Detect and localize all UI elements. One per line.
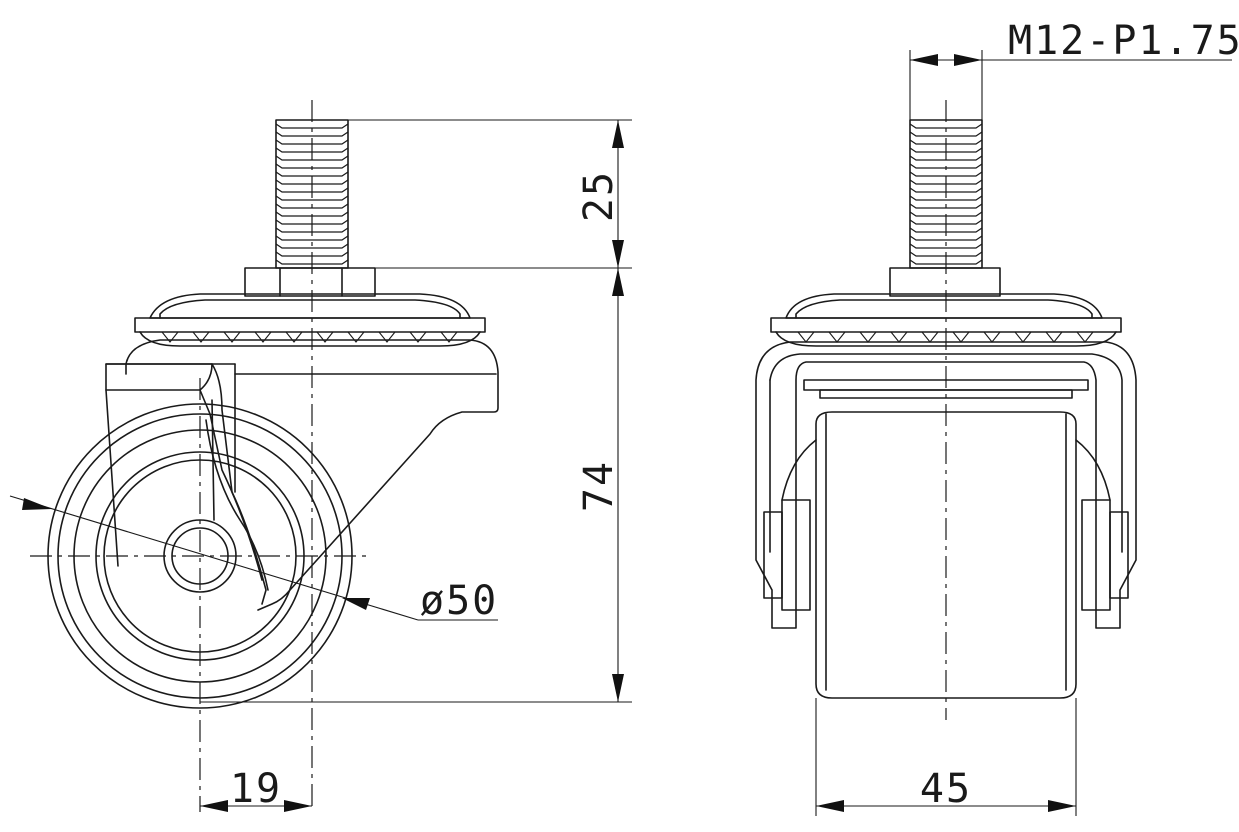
dim-offset: 19 (200, 766, 312, 812)
thread-spec-label: M12-P1.75 (1008, 18, 1239, 64)
dim-thread-spec: M12-P1.75 (909, 18, 1239, 120)
dim-wheel-width: 45 (815, 698, 1077, 816)
side-thread-ridge (275, 171, 349, 177)
side-bearing-ball (192, 331, 210, 343)
side-thread-ridge (275, 131, 349, 137)
stem-length-label: 25 (576, 170, 622, 222)
total-height-label: 74 (576, 460, 622, 512)
front-wheel (815, 411, 1077, 699)
front-bearing-ball (890, 331, 908, 343)
front-bearing-ball (1014, 331, 1032, 343)
front-thread-ridge (909, 243, 983, 249)
front-bearing-ball (828, 331, 846, 343)
side-bearing-ball (223, 331, 241, 343)
side-yoke (105, 339, 499, 611)
side-ball-bearing (139, 331, 481, 347)
offset-label: 19 (230, 766, 282, 812)
front-view: M12-P1.75 45 (755, 18, 1239, 816)
front-bearing-ball (1045, 331, 1063, 343)
front-thread-ridge (909, 235, 983, 241)
side-bearing-ball (161, 331, 179, 343)
front-thread-ridge (909, 131, 983, 137)
front-thread-ridge (909, 123, 983, 129)
side-bearing-ball (316, 331, 334, 343)
side-bearing-ball (440, 331, 458, 343)
side-thread-ridge (275, 243, 349, 249)
side-thread-ridge (275, 195, 349, 201)
side-center-lines (30, 100, 372, 812)
front-hex-nut (889, 267, 1001, 297)
side-thread-ridge (275, 123, 349, 129)
front-bearing-ball (1076, 331, 1094, 343)
dim-stem-length: 25 (348, 119, 632, 269)
front-bearing-ball (921, 331, 939, 343)
front-thread-ridge (909, 195, 983, 201)
dim-wheel-diameter: ø50 (9, 495, 498, 624)
front-bearing-ball (797, 331, 815, 343)
side-top-plate (134, 293, 486, 333)
side-hex-nut (244, 267, 376, 297)
wheel-diameter-label: ø50 (420, 578, 498, 624)
side-bearing-ball (285, 331, 303, 343)
front-bearing-ball (952, 331, 970, 343)
wheel-width-label: 45 (920, 766, 972, 812)
side-thread-ridge (275, 235, 349, 241)
dim-total-height: 74 (200, 268, 632, 703)
front-bearing-ball (859, 331, 877, 343)
front-bearing-ball (983, 331, 1001, 343)
front-thread-ridge (909, 171, 983, 177)
side-view: 25 74 ø50 19 (9, 100, 632, 812)
side-bearing-ball (378, 331, 396, 343)
side-bearing-ball (347, 331, 365, 343)
side-bearing-ball (254, 331, 272, 343)
side-bearing-ball (409, 331, 427, 343)
